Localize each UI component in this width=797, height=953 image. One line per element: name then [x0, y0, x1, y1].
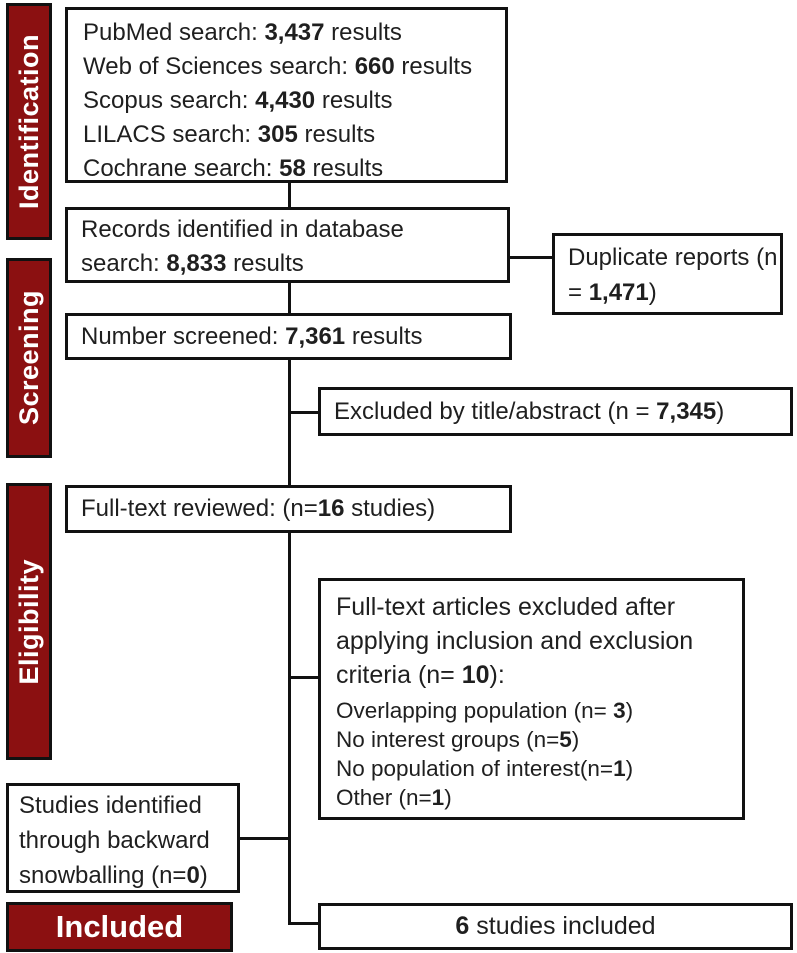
excluded-title-abstract-box: Excluded by title/abstract (n = 7,345) — [318, 387, 793, 436]
exclusion-reason-overlapping: Overlapping population (n= 3) — [336, 698, 634, 723]
excluded-title-abstract-text: Excluded by title/abstract (n = 7,345) — [334, 397, 725, 425]
duplicate-reports-text: Duplicate reports (n = 1,471) — [568, 244, 778, 306]
database-search-box: PubMed search: 3,437 results Web of Scie… — [65, 7, 508, 183]
exclusion-reason-other: Other (n=1) — [336, 785, 452, 810]
snowballing-box: Studies identified through backward snow… — [6, 783, 240, 893]
connector-to-included-box — [291, 922, 320, 925]
records-identified-box: Records identified in database search: 8… — [65, 207, 510, 283]
search-line-cochrane: Cochrane search: 58 results — [83, 155, 384, 182]
connector-records-to-screened — [288, 283, 291, 315]
phase-label-eligibility: Eligibility — [6, 483, 52, 760]
snowballing-text: Studies identified through backward snow… — [19, 792, 210, 889]
fulltext-reviewed-box: Full-text reviewed: (n=16 studies) — [65, 485, 512, 533]
phase-label-screening-text: Screening — [13, 290, 44, 426]
connector-to-excluded-branch — [291, 411, 320, 414]
phase-label-eligibility-text: Eligibility — [13, 558, 44, 685]
exclusion-reason-no-interest-groups: No interest groups (n=5) — [336, 727, 580, 752]
connector-to-fulltext-excluded-branch — [291, 676, 320, 679]
search-line-lilacs: LILACS search: 305 results — [83, 121, 376, 148]
studies-included-box: 6 studies included — [318, 903, 793, 950]
phase-label-identification-text: Identification — [13, 34, 44, 209]
phase-label-included-text: Included — [55, 909, 184, 944]
connector-search-to-records — [288, 183, 291, 209]
fulltext-excluded-box: Full-text articles excluded after applyi… — [318, 578, 745, 820]
records-identified-text: Records identified in database search: 8… — [81, 216, 404, 277]
phase-label-screening: Screening — [6, 258, 52, 458]
phase-label-identification: Identification — [6, 3, 52, 240]
number-screened-box: Number screened: 7,361 results — [65, 313, 512, 360]
connector-reviewed-to-included — [288, 533, 291, 925]
search-line-scopus: Scopus search: 4,430 results — [83, 87, 393, 114]
exclusion-reason-no-population: No population of interest(n=1) — [336, 756, 634, 781]
studies-included-text: 6 studies included — [455, 912, 656, 940]
fulltext-reviewed-text: Full-text reviewed: (n=16 studies) — [81, 495, 436, 522]
search-line-wos: Web of Sciences search: 660 results — [83, 53, 473, 80]
phase-label-included: Included — [6, 902, 233, 952]
fulltext-excluded-heading: Full-text articles excluded after applyi… — [336, 593, 694, 689]
search-line-pubmed: PubMed search: 3,437 results — [83, 19, 402, 46]
connector-records-to-duplicates — [510, 256, 554, 259]
connector-snowballing-branch — [240, 837, 290, 840]
duplicate-reports-box: Duplicate reports (n = 1,471) — [552, 233, 783, 315]
connector-screened-to-reviewed — [288, 360, 291, 487]
number-screened-text: Number screened: 7,361 results — [81, 322, 423, 350]
